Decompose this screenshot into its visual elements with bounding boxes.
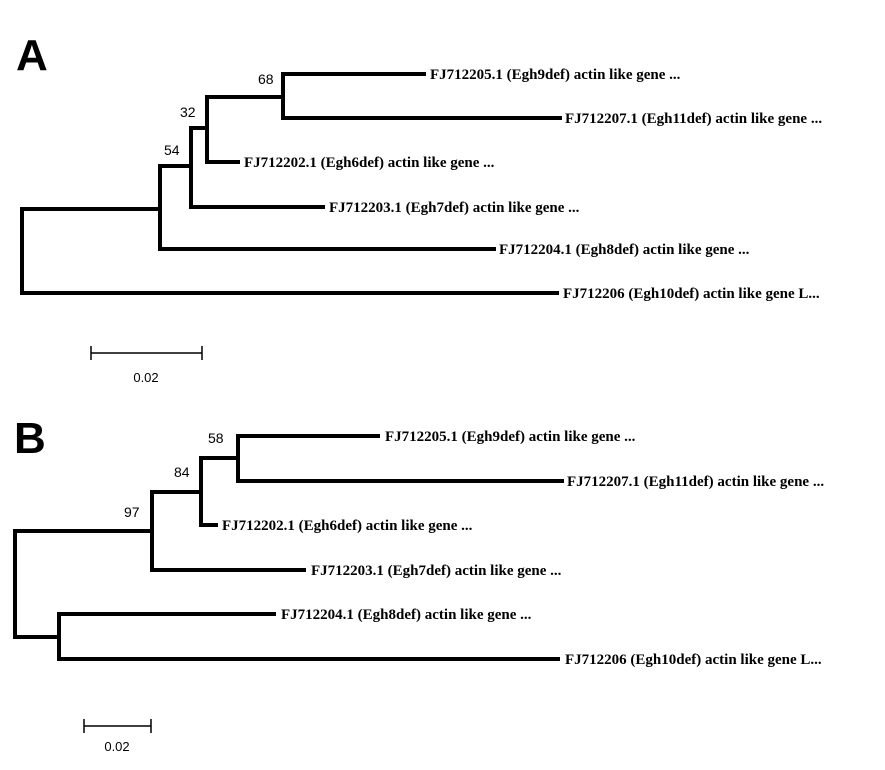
panel-b-support-values: 58 84 97 — [124, 430, 224, 520]
scale-bar-line — [83, 719, 152, 733]
leaf-label: FJ712204.1 (Egh8def) actin like gene ... — [281, 607, 532, 623]
scale-bar-label: 0.02 — [133, 370, 158, 385]
bootstrap-value: 32 — [180, 104, 196, 120]
panel-b: B FJ712205.1 (Egh9def) actin like gen — [13, 414, 824, 754]
leaf-label: FJ712203.1 (Egh7def) actin like gene ... — [329, 200, 580, 216]
panel-a-scale-bar: 0.02 — [90, 346, 203, 385]
leaf-label: FJ712203.1 (Egh7def) actin like gene ... — [311, 563, 562, 579]
leaf-label: FJ712202.1 (Egh6def) actin like gene ... — [222, 518, 473, 534]
leaf-label: FJ712205.1 (Egh9def) actin like gene ... — [430, 67, 681, 83]
leaf-label: FJ712202.1 (Egh6def) actin like gene ... — [244, 155, 495, 171]
bootstrap-value: 54 — [164, 142, 180, 158]
leaf-label: FJ712207.1 (Egh11def) actin like gene ..… — [567, 474, 824, 490]
panel-a-support-values: 68 32 54 — [164, 71, 274, 158]
panel-b-scale-bar: 0.02 — [83, 719, 152, 754]
panel-a-label: A — [16, 31, 48, 80]
scale-bar-line — [90, 346, 203, 360]
leaf-label: FJ712206 (Egh10def) actin like gene L... — [563, 286, 820, 302]
panel-a-branches — [20, 72, 562, 295]
panel-a-leaf-labels: FJ712205.1 (Egh9def) actin like gene ...… — [244, 67, 822, 302]
scale-bar-label: 0.02 — [104, 739, 129, 754]
bootstrap-value: 68 — [258, 71, 274, 87]
panel-b-label: B — [14, 414, 46, 463]
leaf-label: FJ712205.1 (Egh9def) actin like gene ... — [385, 429, 636, 445]
panel-b-leaf-labels: FJ712205.1 (Egh9def) actin like gene ...… — [222, 429, 824, 668]
leaf-label: FJ712204.1 (Egh8def) actin like gene ... — [499, 242, 750, 258]
leaf-label: FJ712206 (Egh10def) actin like gene L... — [565, 652, 822, 668]
leaf-label: FJ712207.1 (Egh11def) actin like gene ..… — [565, 111, 822, 127]
bootstrap-value: 58 — [208, 430, 224, 446]
bootstrap-value: 84 — [174, 464, 190, 480]
panel-b-branches — [13, 434, 564, 661]
bootstrap-value: 97 — [124, 504, 140, 520]
panel-a: A FJ712205.1 (Egh9def) actin like gen — [16, 31, 822, 385]
